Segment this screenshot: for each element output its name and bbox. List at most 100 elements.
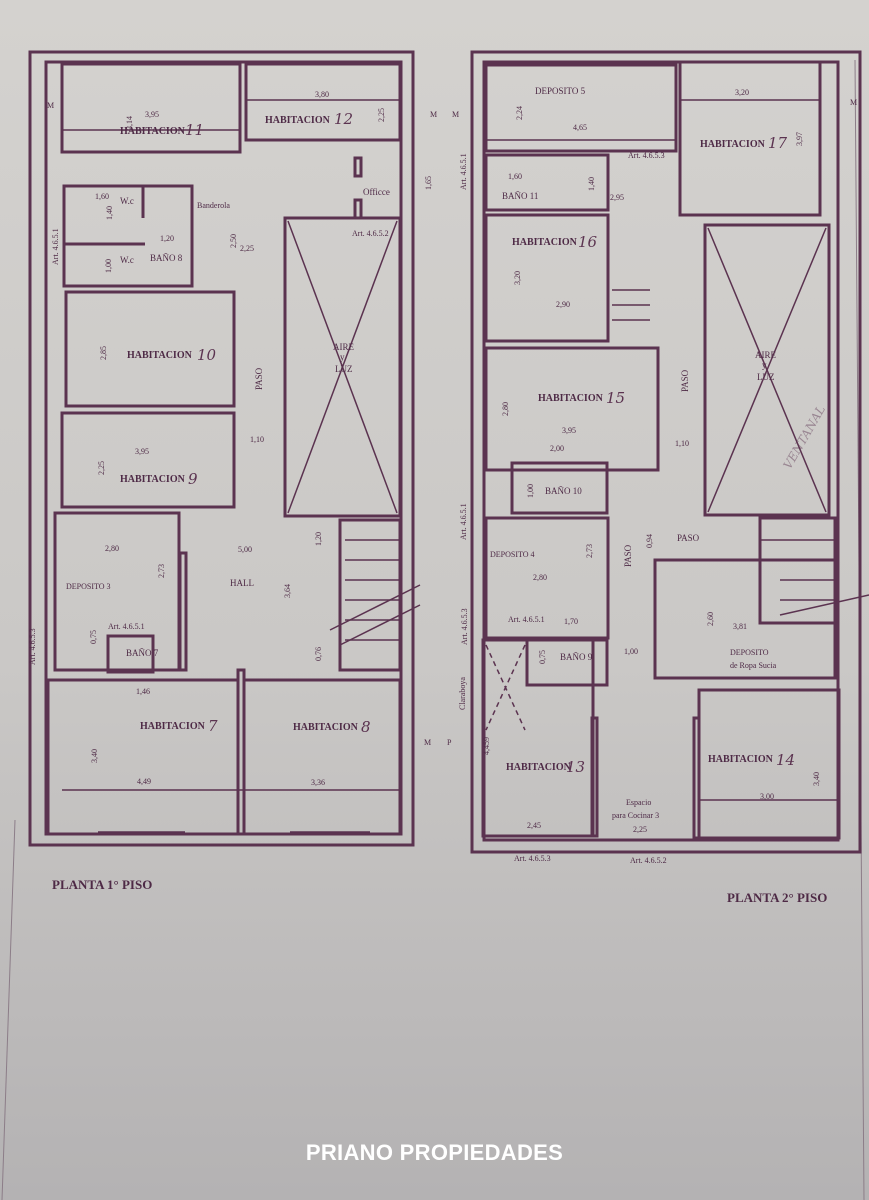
- note-art: Art. 4.6.5.3: [28, 628, 37, 665]
- room-label-bano-11: BAÑO 11: [502, 191, 538, 201]
- right-dimensions: 2,24 4,65 3,20 3,97 1,60 1,40 2,95 3,20 …: [482, 88, 821, 834]
- dimension-label: 1,40: [587, 177, 596, 191]
- section-marker: M: [430, 110, 437, 119]
- label-aire: AIRE: [755, 350, 776, 360]
- dimension-label: 2,85: [99, 346, 108, 360]
- note-art: Art. 4.6.5.2: [630, 856, 667, 865]
- dimension-label: 3,95: [562, 426, 576, 435]
- dimension-label: 1,60: [508, 172, 522, 181]
- note-art: Art. 4.6.5.1: [108, 622, 145, 631]
- room-number-12: 12: [334, 110, 353, 128]
- dimension-label: 2,60: [706, 612, 715, 626]
- dimension-label: 4,49: [137, 777, 151, 786]
- room-label-deposito-5: DEPOSITO 5: [535, 86, 586, 96]
- room-label-habitacion-15: HABITACION: [538, 393, 604, 404]
- dimension-label: 3,20: [735, 88, 749, 97]
- room-label-bano-7: BAÑO 7: [126, 648, 159, 658]
- dimension-label: 1,20: [160, 234, 174, 243]
- room-label-wc-2: W.c: [120, 255, 134, 265]
- room-number-11: 11: [185, 121, 204, 139]
- dimension-label: 2,25: [377, 108, 386, 122]
- dimension-label: 0,76: [314, 647, 323, 661]
- room-label-habitacion-14: HABITACION: [708, 754, 774, 765]
- dimension-label: 1,70: [564, 617, 578, 626]
- dimension-label: 3,95: [145, 110, 159, 119]
- label-banderola: Banderola: [197, 201, 230, 210]
- label-claraboya: Claraboya: [458, 677, 467, 710]
- room-label-habitacion-9: HABITACION: [120, 474, 186, 485]
- paper-fold-line: [1, 819, 16, 1200]
- room-label-deposito-3: DEPOSITO 3: [66, 582, 111, 591]
- room-label-habitacion-13: HABITACION: [506, 762, 572, 773]
- room-number-7: 7: [208, 717, 218, 735]
- watermark-brand: PRIANO PROPIEDADES: [305, 1140, 564, 1165]
- note-art: Art. 4.6.5.1: [508, 615, 545, 624]
- note-art: Art. 4.6.5.3: [628, 151, 665, 160]
- left-plan-walls: [28, 50, 421, 847]
- dimension-label: 1,65: [424, 176, 433, 190]
- room-label-deposito-ropa: DEPOSITO: [730, 648, 769, 657]
- room-number-9: 9: [188, 470, 198, 488]
- right-plan-walls: [470, 50, 869, 854]
- left-dimensions: 3,95 3,14 3,80 2,25 1,60 1,40 1,20 1,00 …: [89, 90, 433, 787]
- room-label-deposito-4: DEPOSITO 4: [490, 550, 535, 559]
- dimension-label: 1,10: [675, 439, 689, 448]
- dimension-label: 0,75: [538, 650, 547, 664]
- dimension-label: 2,25: [240, 244, 254, 253]
- dimension-label: 2,80: [501, 402, 510, 416]
- note-art: Art. 4.6.5.1: [51, 228, 60, 265]
- dimension-label: 3,40: [90, 749, 99, 763]
- room-label-wc-1: W.c: [120, 196, 134, 206]
- room-label-bano-10: BAÑO 10: [545, 486, 582, 496]
- room-number-17: 17: [768, 134, 788, 152]
- dimension-label: 3,40: [812, 772, 821, 786]
- dimension-label: 1,20: [314, 532, 323, 546]
- room-label-bano-9: BAÑO 9: [560, 652, 593, 662]
- dimension-label: 0,75: [89, 630, 98, 644]
- dimension-label: 0,94: [645, 534, 654, 548]
- section-marker: P: [447, 738, 452, 747]
- dimension-label: 5,00: [238, 545, 252, 554]
- dimension-label: 2,80: [105, 544, 119, 553]
- room-label-habitacion-12: HABITACION: [265, 115, 331, 126]
- label-para-cocinar: para Cocinar 3: [612, 811, 659, 820]
- room-label-habitacion-7: HABITACION: [140, 721, 206, 732]
- dimension-label: 1,60: [95, 192, 109, 201]
- dimension-label: 2,25: [633, 825, 647, 834]
- dimension-label: 1,00: [624, 647, 638, 656]
- note-art: Art. 4.6.5.1: [459, 503, 468, 540]
- dimension-label: 3,14: [125, 116, 134, 130]
- left-plan-title: PLANTA 1° PISO: [52, 877, 152, 892]
- dimension-label: 2,95: [610, 193, 624, 202]
- dimension-label: 3,20: [513, 271, 522, 285]
- note-art: Art. 4.6.5.1: [459, 153, 468, 190]
- dimension-label: 2,73: [157, 564, 166, 578]
- room-label-habitacion-8: HABITACION: [293, 722, 359, 733]
- right-plan-title: PLANTA 2° PISO: [727, 890, 827, 905]
- section-marker: M: [452, 110, 459, 119]
- dimension-label: 2,90: [556, 300, 570, 309]
- room-number-16: 16: [578, 233, 598, 251]
- dimension-label: 3,95: [135, 447, 149, 456]
- dimension-label: 3,97: [795, 132, 804, 146]
- dimension-label: 2,00: [550, 444, 564, 453]
- room-label-habitacion-11: HABITACION: [120, 126, 186, 137]
- note-art: Art. 4.6.5.2: [352, 229, 389, 238]
- dimension-label: 1,00: [526, 484, 535, 498]
- label-espacio: Espacio: [626, 798, 651, 807]
- label-paso: PASO: [680, 369, 690, 392]
- label-y: y: [340, 352, 345, 362]
- note-art: Art. 4.6.5.3: [514, 854, 551, 863]
- section-marker: M: [424, 738, 431, 747]
- room-label-habitacion-17: HABITACION: [700, 139, 766, 150]
- note-art: Art. 4.6.5.3: [460, 608, 469, 645]
- dimension-label: 3,00: [760, 792, 774, 801]
- dimension-label: 2,80: [533, 573, 547, 582]
- label-paso: PASO: [623, 544, 633, 567]
- dimension-label: 4,459: [482, 737, 491, 755]
- room-label-bano-8: BAÑO 8: [150, 253, 183, 263]
- room-number-8: 8: [361, 718, 371, 736]
- dimension-label: 2,24: [515, 106, 524, 120]
- dimension-label: 3,81: [733, 622, 747, 631]
